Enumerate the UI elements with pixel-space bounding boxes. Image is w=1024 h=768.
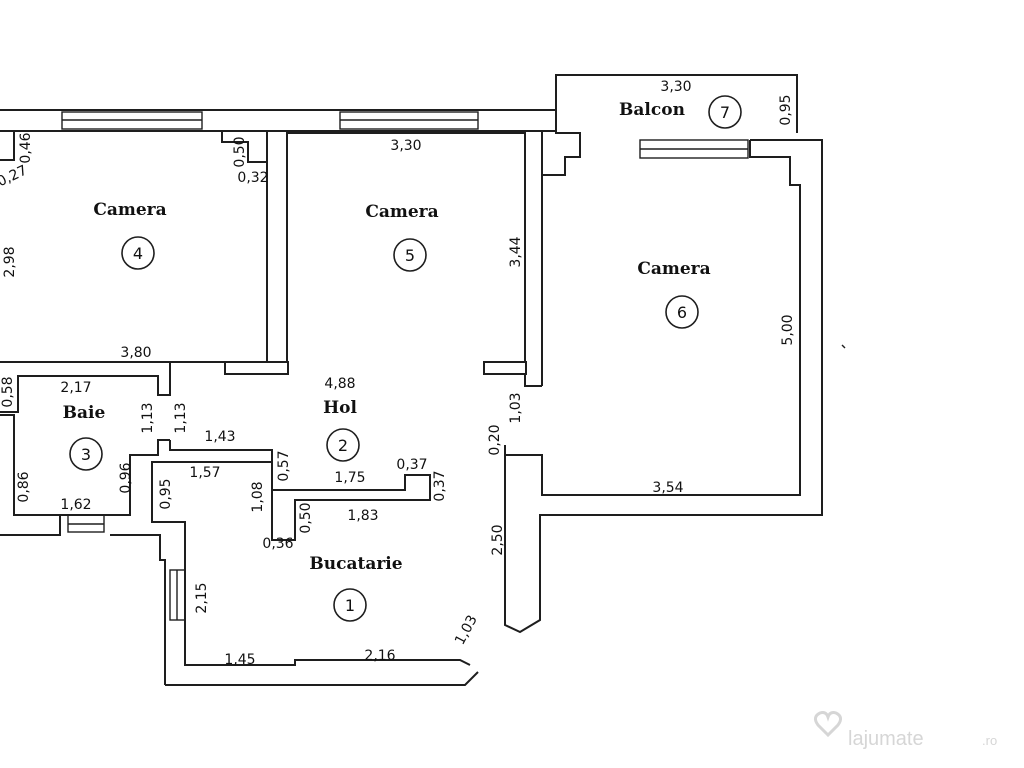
dim-hol-108: 1,08 bbox=[250, 481, 266, 512]
dim-c6-103: 1,03 bbox=[508, 392, 524, 423]
room-number-1: 1 bbox=[345, 596, 355, 615]
room-numbers: 4 5 6 7 3 2 1 bbox=[69, 95, 742, 622]
room-number-circle-2 bbox=[326, 428, 360, 462]
dim-baie-113b: 1,13 bbox=[173, 402, 189, 433]
dim-buc-145: 1,45 bbox=[224, 652, 255, 668]
dim-hol-037a: 0,37 bbox=[396, 457, 427, 473]
dim-c4-380: 3,80 bbox=[120, 345, 151, 361]
dim-buc-215: 2,15 bbox=[194, 582, 210, 613]
dim-balcon-depth: 0,95 bbox=[778, 94, 794, 125]
dim-hol-143: 1,43 bbox=[204, 429, 235, 445]
room-number-6: 6 bbox=[677, 303, 687, 322]
room-labels: Camera Camera Camera Balcon Baie Hol Buc… bbox=[63, 100, 711, 574]
room-name-6: Camera bbox=[637, 259, 710, 279]
dim-hol-050: 0,50 bbox=[298, 502, 314, 533]
dim-hol-488: 4,88 bbox=[324, 376, 355, 392]
dim-hol-183: 1,83 bbox=[347, 508, 378, 524]
watermark-text: lajumate bbox=[848, 728, 924, 750]
dim-c4-046: 0,46 bbox=[18, 132, 34, 163]
room-number-5: 5 bbox=[405, 246, 415, 265]
room-number-2: 2 bbox=[338, 436, 348, 455]
dim-balcon-width: 3,30 bbox=[660, 79, 691, 95]
room-name-7: Balcon bbox=[619, 100, 685, 120]
dim-c6-354: 3,54 bbox=[652, 480, 683, 496]
dim-c5-height: 3,44 bbox=[508, 236, 524, 267]
dim-c6-020: 0,20 bbox=[487, 424, 503, 455]
dimension-labels: 3,30 0,95 3,30 3,44 0,46 0,27 0,50 0,32 … bbox=[0, 79, 796, 668]
dim-baie-058: 0,58 bbox=[0, 376, 16, 407]
dim-buc-216: 2,16 bbox=[364, 648, 395, 664]
dim-baie-162: 1,62 bbox=[60, 497, 91, 513]
room-number-circle-1 bbox=[333, 588, 367, 622]
watermark-heart-icon bbox=[813, 711, 843, 738]
dim-buc-250: 2,50 bbox=[490, 524, 506, 555]
room-number-circle-5 bbox=[393, 238, 427, 272]
room-number-circle-6 bbox=[665, 295, 699, 329]
dim-c6-500: 5,00 bbox=[780, 314, 796, 345]
room-name-2: Hol bbox=[323, 398, 357, 418]
watermark-suffix: .ro bbox=[982, 733, 997, 748]
dim-hol-057: 0,57 bbox=[276, 450, 292, 481]
room-number-circle-7 bbox=[708, 95, 742, 129]
dim-hol-037b: 0,37 bbox=[432, 470, 448, 501]
dim-baie-113a: 1,13 bbox=[140, 402, 156, 433]
dim-c5-width: 3,30 bbox=[390, 138, 421, 154]
dim-baie-096: 0,96 bbox=[118, 462, 134, 493]
room-name-5: Camera bbox=[365, 202, 438, 222]
room-number-circle-4 bbox=[121, 236, 155, 270]
dim-buc-103: 1,03 bbox=[452, 613, 481, 648]
dim-hol-036: 0,36 bbox=[262, 536, 293, 552]
watermark: lajumate .ro bbox=[813, 711, 997, 750]
walls bbox=[0, 74, 846, 686]
dim-c4-027: 0,27 bbox=[0, 163, 30, 191]
dim-hol-157: 1,57 bbox=[189, 465, 220, 481]
room-number-7: 7 bbox=[720, 103, 730, 122]
dim-hol-095: 0,95 bbox=[158, 478, 174, 509]
room-name-4: Camera bbox=[93, 200, 166, 220]
room-number-4: 4 bbox=[133, 244, 143, 263]
dim-hol-175: 1,75 bbox=[334, 470, 365, 486]
dim-c4-298: 2,98 bbox=[2, 246, 18, 277]
room-name-3: Baie bbox=[63, 403, 106, 423]
dim-c4-050: 0,50 bbox=[232, 136, 248, 167]
dim-c4-032: 0,32 bbox=[237, 170, 268, 186]
room-number-3: 3 bbox=[81, 445, 91, 464]
room-number-circle-3 bbox=[69, 437, 103, 471]
dim-baie-086: 0,86 bbox=[16, 471, 32, 502]
dim-baie-217: 2,17 bbox=[60, 380, 91, 396]
room-name-1: Bucatarie bbox=[309, 554, 402, 574]
